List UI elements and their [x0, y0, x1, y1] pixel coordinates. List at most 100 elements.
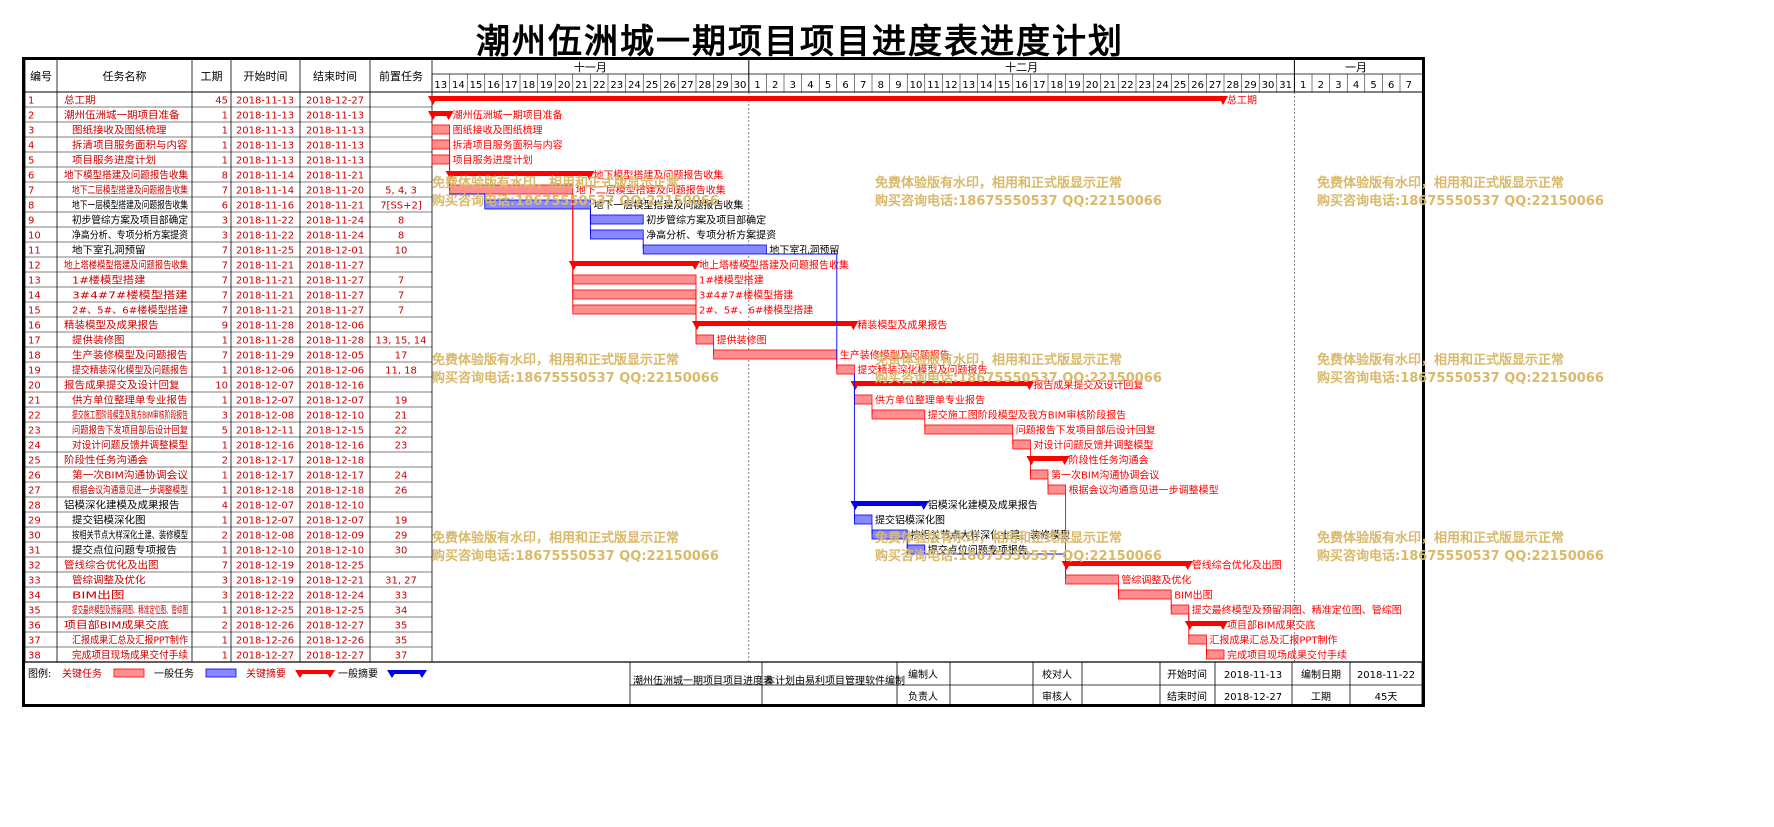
day-label: 7 [1406, 80, 1412, 91]
dependency-link [766, 253, 838, 369]
legend-swatch [205, 668, 237, 678]
task-start: 2018-11-22 [236, 216, 294, 227]
task-end: 2018-11-13 [306, 156, 364, 167]
bar-label: 提交施工图阶段模型及我方BIM审核阶段报告 [928, 409, 1126, 422]
task-duration: 6 [222, 201, 228, 212]
bar-label: 地下二层模型搭建及问题报告收集 [576, 184, 726, 197]
legend-label: 关键任务 [62, 667, 102, 680]
task-name: 地下一层模型搭建及问题报告收集 [72, 199, 188, 212]
watermark-line-1: 免费体验版有水印，相用和正式版显示正常 [875, 353, 1123, 368]
day-label: 14 [980, 80, 993, 91]
task-duration: 1 [222, 471, 228, 482]
critical-task-bar [854, 394, 873, 405]
task-name: 根据会议沟通意见进一步调整模型 [72, 484, 188, 497]
summary-bar-end-cap [584, 171, 595, 180]
critical-task-bar [431, 124, 451, 135]
task-id: 37 [28, 636, 41, 647]
normal-task-bar [590, 229, 644, 240]
day-label: 6 [1388, 80, 1394, 91]
footer-end-value: 2018-12-27 [1224, 692, 1282, 703]
watermark: 免费体验版有水印，相用和正式版显示正常购买咨询电话:18675550537 QQ… [1317, 530, 1604, 566]
bar-label: 地下室孔洞预留 [769, 244, 839, 257]
task-duration: 2 [222, 456, 228, 467]
legend-swatch [113, 668, 145, 678]
task-end: 2018-11-24 [306, 231, 364, 242]
bar-label: 提交精装深化模型及问题报告 [857, 364, 987, 377]
task-duration: 2 [222, 531, 228, 542]
legend-title: 图例: [28, 667, 51, 680]
gantt-frame [22, 57, 1425, 707]
task-duration: 7 [222, 351, 228, 362]
watermark-line-2: 购买咨询电话:18675550537 QQ:22150066 [875, 194, 1162, 209]
day-label: 20 [558, 80, 571, 91]
task-duration: 1 [222, 441, 228, 452]
task-id: 31 [28, 546, 41, 557]
footer-duration-label: 工期 [1311, 691, 1331, 703]
task-start: 2018-11-14 [236, 171, 294, 182]
summary-bar-start-cap [568, 261, 579, 270]
critical-task-bar [836, 364, 855, 375]
day-label: 29 [716, 80, 729, 91]
task-end: 2018-12-07 [306, 396, 364, 407]
task-start: 2018-11-21 [236, 276, 294, 287]
day-label: 25 [646, 80, 659, 91]
task-start: 2018-11-13 [236, 126, 294, 137]
footer-start-value: 2018-11-13 [1224, 670, 1282, 681]
task-id: 33 [28, 576, 41, 587]
task-start: 2018-11-16 [236, 201, 294, 212]
day-label: 8 [878, 80, 884, 91]
task-id: 36 [28, 621, 41, 632]
task-id: 35 [28, 606, 41, 617]
normal-task-bar [590, 214, 644, 225]
day-label: 29 [1244, 80, 1257, 91]
footer-end-label: 结束时间 [1167, 690, 1207, 703]
task-end: 2018-12-10 [306, 501, 364, 512]
bar-label: 地下模型搭建及问题报告收集 [593, 169, 723, 182]
task-id: 18 [28, 351, 41, 362]
task-start: 2018-11-13 [236, 111, 294, 122]
task-predecessor: 19 [395, 516, 408, 527]
task-name: 地下二层模型搭建及问题报告收集 [72, 184, 188, 197]
day-label: 9 [895, 80, 901, 91]
day-label: 26 [1191, 80, 1204, 91]
task-name: 生产装修模型及问题报告 [72, 349, 188, 362]
task-id: 32 [28, 561, 41, 572]
task-end: 2018-12-24 [306, 591, 364, 602]
task-name: 按相关节点大样深化土建、装修模型 [72, 529, 188, 542]
task-id: 30 [28, 531, 41, 542]
task-predecessor: 37 [395, 651, 408, 662]
critical-task-bar [1188, 634, 1207, 645]
task-predecessor: 34 [395, 606, 408, 617]
bar-label: 潮州伍洲城一期项目准备 [453, 109, 563, 122]
day-label: 27 [681, 80, 694, 91]
task-name: 2#、5#、6#楼模型搭建 [72, 304, 188, 317]
bar-label: 总工期 [1227, 94, 1257, 107]
task-id: 7 [28, 186, 34, 197]
task-duration: 3 [222, 591, 228, 602]
day-label: 22 [1121, 80, 1134, 91]
task-predecessor: 7 [398, 291, 404, 302]
task-duration: 7 [222, 306, 228, 317]
task-name: 完成项目现场成果交付手续 [72, 649, 188, 662]
bar-label: 提交最终模型及预留洞图、精准定位图、管综图 [1192, 604, 1402, 617]
task-predecessor: 8 [398, 231, 404, 242]
watermark-line-2: 购买咨询电话:18675550537 QQ:22150066 [875, 549, 1162, 564]
task-start: 2018-12-10 [236, 546, 294, 557]
task-end: 2018-12-01 [306, 246, 364, 257]
task-end: 2018-12-16 [306, 381, 364, 392]
task-predecessor: 30 [395, 546, 408, 557]
day-label: 17 [1033, 80, 1046, 91]
task-start: 2018-12-06 [236, 366, 294, 377]
task-name: 地上塔楼模型搭建及问题报告收集 [64, 259, 188, 272]
day-label: 18 [1050, 80, 1063, 91]
summary-bar [696, 321, 855, 326]
day-label: 17 [505, 80, 518, 91]
task-id: 5 [28, 156, 34, 167]
task-predecessor: 17 [395, 351, 408, 362]
task-id: 3 [28, 126, 34, 137]
task-end: 2018-11-27 [306, 261, 364, 272]
day-label: 27 [1209, 80, 1222, 91]
task-end: 2018-12-16 [306, 441, 364, 452]
footer-date-label: 编制日期 [1301, 668, 1341, 681]
task-end: 2018-12-07 [306, 516, 364, 527]
